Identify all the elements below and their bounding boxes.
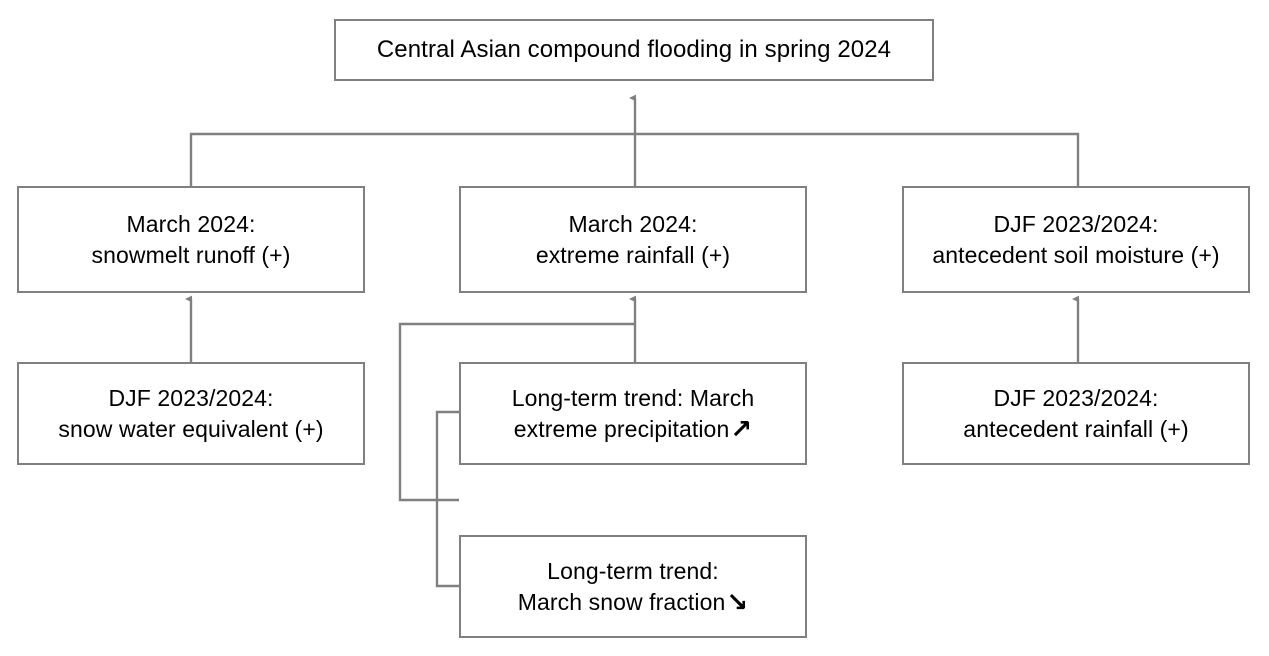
node-djf-snow-water-equivalent[interactable]: DJF 2023/2024: snow water equivalent (+) (17, 362, 365, 465)
node-antecedent-rainfall-text: DJF 2023/2024: antecedent rainfall (+) (963, 383, 1188, 444)
node-snowmelt-runoff-text: March 2024: snowmelt runoff (+) (92, 209, 291, 270)
node-soil-moisture-line2: antecedent soil moisture (+) (932, 241, 1220, 268)
node-swe-line2: snow water equivalent (+) (58, 415, 324, 442)
trend-up-arrow-icon: ↗ (730, 414, 753, 445)
trend-down-arrow-icon: ↘ (726, 587, 749, 618)
node-swe-line1: DJF 2023/2024: (108, 385, 274, 412)
node-snowmelt-runoff-line1: March 2024: (126, 211, 256, 238)
node-snow-fraction-trend-line1: Long-term trend: (547, 558, 719, 585)
node-precip-trend-text: Long-term trend: March extreme precipitat… (512, 383, 755, 444)
node-root-compound-flooding[interactable]: Central Asian compound flooding in sprin… (334, 19, 934, 81)
node-root-label: Central Asian compound flooding in sprin… (376, 36, 892, 64)
node-snowmelt-runoff-line2: snowmelt runoff (+) (91, 241, 291, 268)
node-march-extreme-rainfall[interactable]: March 2024: extreme rainfall (+) (459, 186, 807, 293)
node-precip-trend-line2: extreme precipitation (513, 415, 730, 442)
node-soil-moisture-text: DJF 2023/2024: antecedent soil moisture (… (932, 209, 1219, 270)
node-trend-march-snow-fraction[interactable]: Long-term trend: March snow fraction↘ (459, 535, 807, 638)
node-snow-fraction-trend-text: Long-term trend: March snow fraction↘ (518, 556, 749, 617)
node-antecedent-rainfall-line1: DJF 2023/2024: (993, 385, 1159, 412)
node-djf-antecedent-soil-moisture[interactable]: DJF 2023/2024: antecedent soil moisture (… (902, 186, 1250, 293)
node-swe-text: DJF 2023/2024: snow water equivalent (+) (58, 383, 323, 444)
edge-trend-join-bracket (435, 410, 459, 588)
node-extreme-rainfall-text: March 2024: extreme rainfall (+) (536, 209, 730, 270)
node-antecedent-rainfall-line2: antecedent rainfall (+) (963, 415, 1189, 442)
node-extreme-rainfall-line2: extreme rainfall (+) (535, 241, 731, 268)
edge-level2-bus (189, 132, 1080, 186)
node-soil-moisture-line1: DJF 2023/2024: (993, 211, 1159, 238)
node-djf-antecedent-rainfall[interactable]: DJF 2023/2024: antecedent rainfall (+) (902, 362, 1250, 465)
node-trend-march-extreme-precipitation[interactable]: Long-term trend: March extreme precipitat… (459, 362, 807, 465)
node-precip-trend-line1: Long-term trend: March (511, 385, 755, 412)
node-extreme-rainfall-line1: March 2024: (568, 211, 698, 238)
node-march-snowmelt-runoff[interactable]: March 2024: snowmelt runoff (+) (17, 186, 365, 293)
node-snow-fraction-trend-line2: March snow fraction (517, 588, 726, 615)
